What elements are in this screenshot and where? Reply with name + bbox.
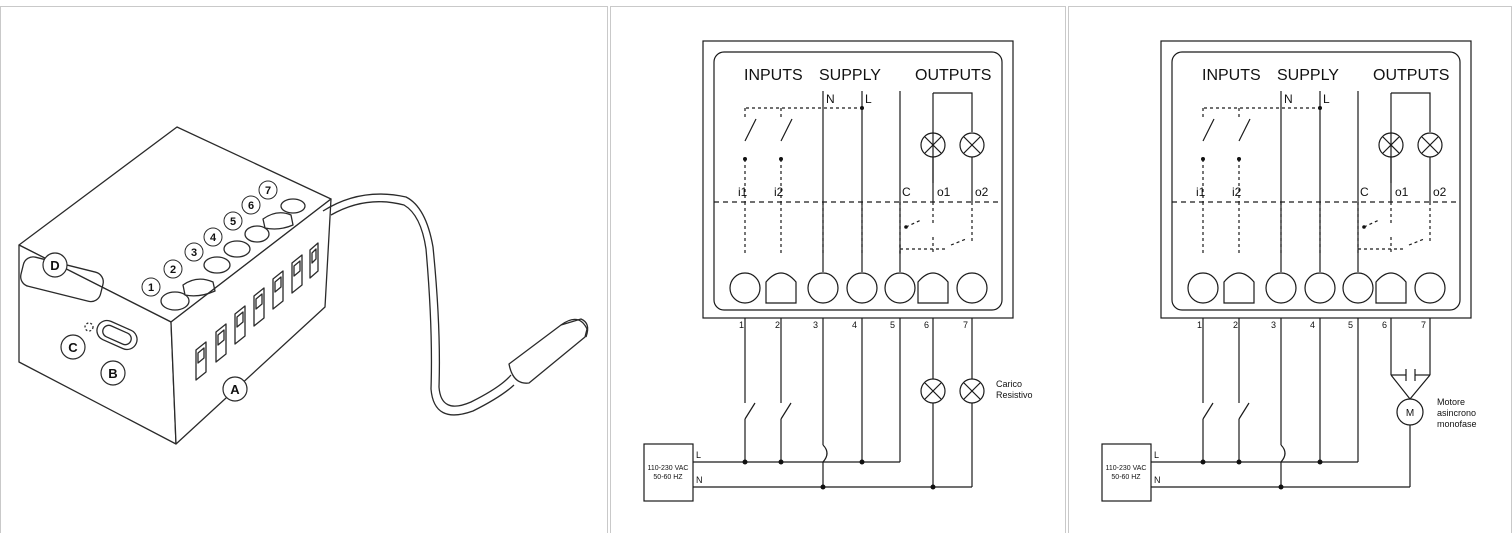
svg-text:2: 2	[170, 264, 176, 276]
wiring-motor-diagram: INPUTS SUPPLY OUTPUTS N L i1 i2 C o1 o2 …	[1101, 40, 1477, 502]
motor-label: M	[1406, 408, 1414, 419]
module-body	[1160, 40, 1472, 319]
led-icon	[84, 322, 94, 332]
svg-text:5: 5	[230, 216, 236, 228]
supply-l-label: L	[865, 92, 872, 106]
power-supply-box	[643, 443, 694, 502]
load-label-line2: asincrono	[1437, 408, 1476, 418]
power-n-label: N	[696, 475, 703, 485]
label-o1: o1	[1395, 185, 1409, 199]
header-inputs: INPUTS	[1202, 67, 1261, 84]
device-illustration: D C B A 1 2 3 4	[18, 126, 589, 445]
svg-text:2: 2	[775, 320, 780, 330]
wiring-motor-panel: INPUTS SUPPLY OUTPUTS N L i1 i2 C o1 o2 …	[1068, 6, 1512, 533]
svg-text:4: 4	[210, 232, 217, 244]
svg-text:2: 2	[1233, 320, 1238, 330]
load-label-line1: Motore	[1437, 397, 1465, 407]
header-outputs: OUTPUTS	[1373, 67, 1449, 84]
callout-b-label: B	[108, 366, 117, 381]
label-o1: o1	[937, 185, 951, 199]
callout-b: B	[100, 360, 126, 386]
svg-text:1: 1	[148, 282, 154, 294]
callout-d: D	[42, 252, 68, 278]
callout-c-label: C	[68, 340, 78, 355]
cable-end	[508, 318, 588, 384]
header-supply: SUPPLY	[1277, 67, 1339, 84]
load-lamp-2	[959, 378, 985, 404]
load-label-line3: monofase	[1437, 419, 1477, 429]
supply-n-label: N	[1284, 92, 1293, 106]
power-l-label: L	[1154, 450, 1159, 460]
header-outputs: OUTPUTS	[915, 67, 991, 84]
side-slots	[195, 242, 319, 381]
power-supply-box	[1101, 443, 1152, 502]
callout-a-label: A	[230, 382, 240, 397]
callout-c: C	[60, 334, 86, 360]
callout-a: A	[222, 376, 248, 402]
module-inner	[713, 51, 1003, 311]
label-o2: o2	[975, 185, 989, 199]
header-inputs: INPUTS	[744, 67, 803, 84]
internal-lamp-o2	[959, 132, 985, 158]
device-right-face	[170, 198, 332, 445]
terminal-number-row: 1 2 3 4 5 6 7	[739, 320, 968, 330]
svg-text:3: 3	[191, 247, 197, 259]
svg-text:7: 7	[1421, 320, 1426, 330]
svg-text:7: 7	[963, 320, 968, 330]
power-n-label: N	[1154, 475, 1161, 485]
power-label-line2: 50-60 HZ	[653, 474, 683, 481]
supply-n-label: N	[826, 92, 835, 106]
power-label-line1: 110-230 VAC	[648, 465, 689, 472]
label-i1: i1	[738, 185, 748, 199]
label-i2: i2	[774, 185, 784, 199]
svg-text:6: 6	[1382, 320, 1387, 330]
power-l-label: L	[696, 450, 701, 460]
load-label-line2: Resistivo	[996, 390, 1033, 400]
header-supply: SUPPLY	[819, 67, 881, 84]
label-i2: i2	[1232, 185, 1242, 199]
internal-lamp-o1	[920, 132, 946, 158]
wiring-resistive-diagram: INPUTS SUPPLY OUTPUTS N L i1 i2 C o1 o2 …	[643, 40, 1033, 502]
svg-text:4: 4	[1310, 320, 1315, 330]
label-i1: i1	[1196, 185, 1206, 199]
label-o2: o2	[1433, 185, 1447, 199]
power-label-line1: 110-230 VAC	[1106, 465, 1147, 472]
svg-text:5: 5	[1348, 320, 1353, 330]
terminal-number-row: 1 2 3 4 5 6 7	[1197, 320, 1426, 330]
svg-text:1: 1	[1197, 320, 1202, 330]
svg-text:1: 1	[739, 320, 744, 330]
label-c: C	[902, 185, 911, 199]
label-c: C	[1360, 185, 1369, 199]
svg-text:3: 3	[1271, 320, 1276, 330]
svg-text:7: 7	[265, 185, 271, 197]
svg-text:6: 6	[924, 320, 929, 330]
svg-text:4: 4	[852, 320, 857, 330]
load-label-line1: Carico	[996, 379, 1022, 389]
antenna-cable	[322, 193, 512, 407]
device-panel: D C B A 1 2 3 4	[0, 6, 608, 533]
svg-text:6: 6	[248, 200, 254, 212]
callout-d-label: D	[50, 258, 59, 273]
terminal-callouts: 1 2 3 4 5 6 7	[141, 180, 278, 297]
svg-text:3: 3	[813, 320, 818, 330]
module-body	[702, 40, 1014, 319]
load-lamp-1	[920, 378, 946, 404]
wiring-resistive-panel: INPUTS SUPPLY OUTPUTS N L i1 i2 C o1 o2 …	[610, 6, 1066, 533]
svg-text:5: 5	[890, 320, 895, 330]
supply-l-label: L	[1323, 92, 1330, 106]
module-inner	[1171, 51, 1461, 311]
power-label-line2: 50-60 HZ	[1111, 474, 1141, 481]
pushbutton	[96, 319, 138, 351]
internal-lamp-o2	[1417, 132, 1443, 158]
